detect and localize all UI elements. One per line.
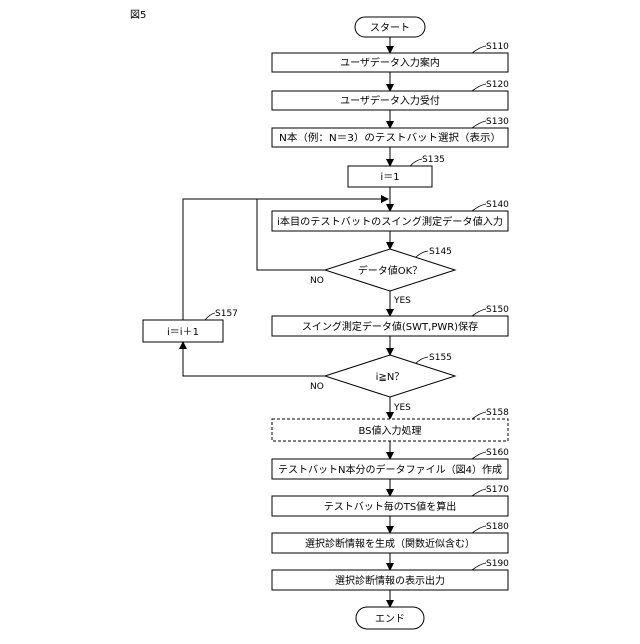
- step-s150-id: S150: [486, 305, 509, 315]
- step-s135-text: i＝1: [380, 172, 399, 183]
- step-s170-id: S170: [486, 485, 509, 495]
- decision-s145-yes-label: YES: [393, 296, 411, 306]
- figure-label: 図5: [130, 6, 146, 21]
- step-s120: ユーザデータ入力受付 S120: [272, 80, 509, 110]
- end-label: エンド: [375, 614, 405, 625]
- step-s157: i＝i＋1 S157: [143, 309, 238, 342]
- step-s180-text: 選択診断情報を生成（関数近似含む）: [305, 537, 475, 550]
- step-s130-text: N本（例：N＝3）のテストバット選択（表示）: [279, 131, 501, 144]
- step-s160: テストバットN本分のデータファイル（図4）作成 S160: [272, 448, 509, 479]
- decision-s155-id: S155: [429, 353, 452, 363]
- step-s180-id: S180: [486, 522, 509, 532]
- step-s158: BS値入力処理 S158: [272, 408, 509, 441]
- step-s135: i＝1 S135: [348, 155, 445, 187]
- decision-s145-text: データ値OK？: [358, 264, 422, 277]
- decision-s145: データ値OK？ S145 NO YES: [310, 247, 455, 306]
- step-s140: i本目のテストバットのスイング測定データ値入力 S140: [272, 200, 509, 231]
- step-s157-text: i＝i＋1: [167, 327, 199, 338]
- step-s110-id: S110: [486, 42, 509, 52]
- decision-s145-no-label: NO: [310, 276, 324, 286]
- step-s190-text: 選択診断情報の表示出力: [335, 574, 445, 587]
- step-s110: ユーザデータ入力案内 S110: [272, 42, 509, 72]
- start-label: スタート: [370, 22, 410, 34]
- start-terminal: スタート: [355, 17, 425, 37]
- step-s180: 選択診断情報を生成（関数近似含む） S180: [272, 522, 509, 553]
- step-s190-id: S190: [486, 559, 509, 569]
- step-s120-id: S120: [486, 80, 509, 90]
- step-s170: テストバット毎のTS値を算出 S170: [272, 485, 509, 516]
- step-s130: N本（例：N＝3）のテストバット選択（表示） S130: [272, 117, 509, 147]
- step-s110-text: ユーザデータ入力案内: [340, 56, 440, 69]
- step-s160-id: S160: [486, 448, 509, 458]
- step-s170-text: テストバット毎のTS値を算出: [324, 500, 456, 513]
- step-s157-id: S157: [215, 309, 238, 319]
- decision-s155: i≧N？ S155 NO YES: [310, 353, 455, 413]
- step-s158-text: BS値入力処理: [358, 424, 421, 437]
- end-terminal: エンド: [356, 607, 424, 629]
- step-s140-text: i本目のテストバットのスイング測定データ値入力: [277, 215, 503, 228]
- step-label-leaders: [205, 46, 486, 570]
- step-s150-text: スイング測定データ値(SWT,PWR)保存: [302, 320, 478, 333]
- step-s135-id: S135: [422, 155, 445, 165]
- decision-s145-id: S145: [429, 247, 452, 257]
- step-s130-id: S130: [486, 117, 509, 127]
- step-s158-id: S158: [486, 408, 509, 418]
- step-s190: 選択診断情報の表示出力 S190: [272, 559, 509, 590]
- decision-s155-text: i≧N？: [376, 372, 405, 383]
- decision-s155-no-label: NO: [310, 382, 324, 392]
- step-s120-text: ユーザデータ入力受付: [340, 94, 440, 107]
- step-s140-id: S140: [486, 200, 509, 210]
- decision-s155-yes-label: YES: [393, 403, 411, 413]
- step-s160-text: テストバットN本分のデータファイル（図4）作成: [278, 463, 502, 476]
- step-s150: スイング測定データ値(SWT,PWR)保存 S150: [272, 305, 509, 336]
